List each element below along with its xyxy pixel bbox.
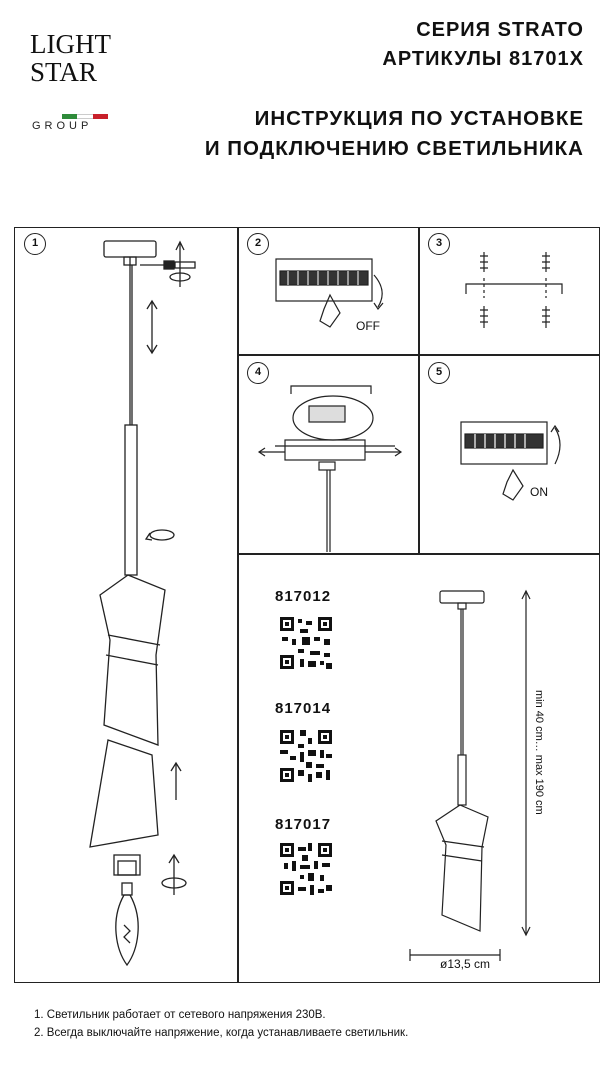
step5-on-label: ON xyxy=(530,485,548,499)
product-code-3: 817017 xyxy=(275,816,332,833)
logo-line-star: STAR xyxy=(30,57,97,87)
step4-terminal-drawing xyxy=(257,385,403,552)
step2-off-label: OFF xyxy=(356,319,380,333)
step-number-2: 2 xyxy=(247,233,269,255)
step3-screws-drawing xyxy=(465,252,563,328)
instruction-title-line1: ИНСТРУКЦИЯ ПО УСТАНОВКЕ xyxy=(254,107,584,130)
step2-breaker-off-drawing xyxy=(275,258,384,328)
instruction-frame xyxy=(14,227,600,983)
step-number-5: 5 xyxy=(428,362,450,384)
articles-title: АРТИКУЛЫ 81701X xyxy=(382,48,584,70)
step-number-3: 3 xyxy=(428,233,450,255)
height-dimension-label: min 40 cm… max 190 cm xyxy=(533,690,545,815)
qr-code-2-icon[interactable] xyxy=(278,728,334,784)
step-number-1: 1 xyxy=(24,233,46,255)
series-title: СЕРИЯ STRATO xyxy=(416,19,584,41)
divider-horizontal-2 xyxy=(237,553,600,555)
italian-flag-icon xyxy=(62,114,108,119)
logo-line-light: LIGHT xyxy=(30,29,111,59)
divider-horizontal-1 xyxy=(237,354,600,356)
divider-vertical-right xyxy=(418,227,420,553)
logo-group-wrap: GROUP xyxy=(32,116,92,134)
qr-code-1-icon[interactable] xyxy=(278,615,334,671)
assembled-lamp-dimension-drawing xyxy=(409,589,531,961)
logo-line-group: GROUP xyxy=(32,120,93,132)
qr-code-3-icon[interactable] xyxy=(278,841,334,897)
diameter-dimension-label: ø13,5 cm xyxy=(440,957,491,971)
brand-logo: LIGHT STAR GROUP xyxy=(30,29,130,132)
product-code-2: 817014 xyxy=(275,700,332,717)
notes-section: 1. Светильник работает от сетевого напря… xyxy=(34,1006,408,1042)
note-2: 2. Всегда выключайте напряжение, когда у… xyxy=(34,1027,409,1039)
product-code-1: 817012 xyxy=(275,588,332,605)
note-1: 1. Светильник работает от сетевого напря… xyxy=(34,1009,326,1021)
step1-lamp-exploded-drawing xyxy=(89,240,196,967)
step-number-4: 4 xyxy=(247,362,269,384)
divider-vertical-main xyxy=(237,227,239,983)
step5-breaker-on-drawing xyxy=(460,421,561,501)
instruction-title-line2: И ПОДКЛЮЧЕНИЮ СВЕТИЛЬНИКА xyxy=(204,137,584,160)
